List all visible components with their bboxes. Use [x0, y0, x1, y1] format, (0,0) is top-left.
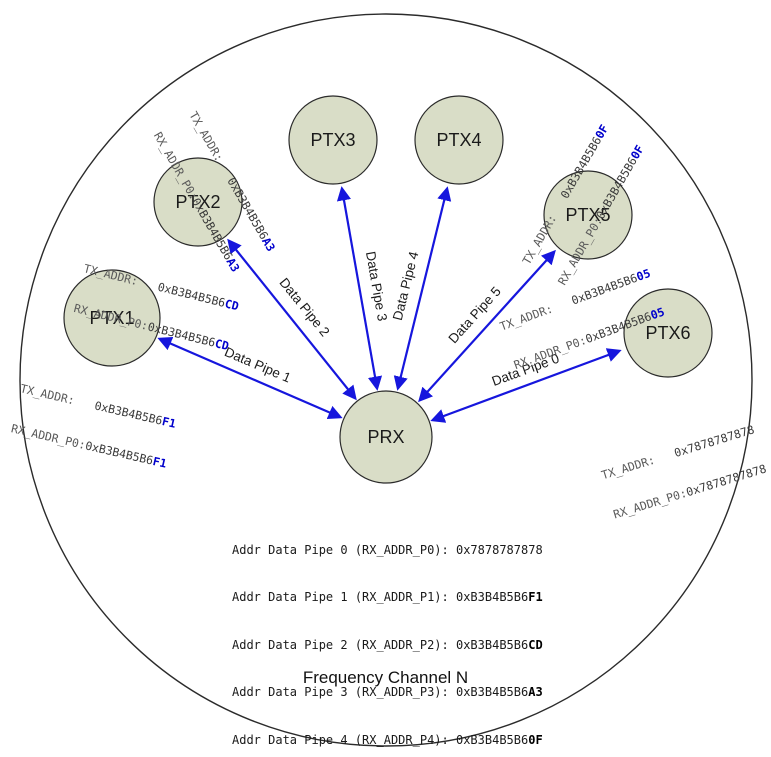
tx-addr-key: TX_ADDR: [18, 381, 97, 413]
row-addr: 0xB3B4B5B6 [455, 685, 529, 700]
ptx6-label: PTX6 [645, 323, 690, 343]
row-prefix: Addr Data Pipe 0 (RX_ADDR_P0): [232, 542, 456, 557]
rx-addr-key: RX_ADDR_P0: [511, 332, 589, 372]
pipe-address-row: Addr Data Pipe 0 (RX_ADDR_P0): 0x7878787… [232, 543, 543, 559]
pipe-address-table: Addr Data Pipe 0 (RX_ADDR_P0): 0x7878787… [232, 511, 543, 757]
tx-addr-key: TX_ADDR: [519, 194, 570, 268]
tx-addr-key: TX_ADDR: [186, 109, 237, 183]
tx-addr-value: 0xB3B4B5B6 [156, 279, 227, 311]
rx-addr-value: 0xB3B4B5B6 [189, 195, 236, 263]
rx-addr-line: RX_ADDR_P0:0xB3B4B5B6CD [72, 300, 230, 354]
node-ptx2: PTX2 [153, 157, 243, 247]
data-pipe-0-arrow [430, 348, 622, 423]
row-prefix: Addr Data Pipe 1 (RX_ADDR_P1): [232, 590, 456, 605]
data-pipe-3-label: Data Pipe 3 [363, 250, 390, 322]
pipe-address-row: Addr Data Pipe 3 (RX_ADDR_P3): 0xB3B4B5B… [232, 685, 543, 701]
row-addr: 0xB3B4B5B6 [455, 732, 529, 747]
row-suffix: 0F [528, 732, 543, 747]
tx-addr-value: 0xB3B4B5B6 [557, 134, 605, 202]
ptx6-circle [623, 288, 713, 378]
node-ptx6: PTX6 [623, 288, 713, 378]
row-prefix: Addr Data Pipe 3 (RX_ADDR_P3): [232, 685, 456, 700]
node-ptx5: PTX5 [543, 170, 633, 260]
ptx5-label: PTX5 [565, 205, 610, 225]
ptx1-circle [63, 269, 161, 367]
rx-addr-key: RX_ADDR_P0: [611, 485, 689, 522]
ptx4-circle [414, 95, 504, 185]
tx-addr-value: 0xB3B4B5B6 [224, 175, 272, 243]
data-pipe-3-arrow [336, 186, 383, 391]
ptx3-label: PTX3 [310, 130, 355, 150]
rx-addr-value: 0xB3B4B5B6 [592, 154, 640, 222]
ptx5-circle [543, 170, 633, 260]
prx-circle [339, 390, 433, 484]
data-pipe-2-label: Data Pipe 2 [276, 275, 332, 339]
data-pipe-2-arrow [227, 238, 357, 401]
row-suffix: CD [528, 637, 543, 652]
ptx4-label: PTX4 [436, 130, 481, 150]
rx-addr-key: RX_ADDR_P0: [72, 300, 150, 333]
rx-addr-value: 0xB3B4B5B6 [146, 319, 217, 350]
ptx1-label: PTX1 [89, 308, 134, 328]
frequency-channel-circle [19, 13, 753, 747]
node-ptx3: PTX3 [288, 95, 378, 185]
rx-addr-key: RX_ADDR_P0: [9, 421, 88, 452]
ptx2-circle [153, 157, 243, 247]
rx-addr-line: RX_ADDR_P0:0xB3B4B5B6F1 [9, 421, 168, 471]
node-ptx4: PTX4 [414, 95, 504, 185]
rx-addr-value: 0x7878787878 [684, 461, 768, 500]
tx-addr-key: TX_ADDR: [599, 446, 677, 483]
pipe-address-row: Addr Data Pipe 4 (RX_ADDR_P4): 0xB3B4B5B… [232, 733, 543, 749]
row-addr: 0xB3B4B5B6 [455, 590, 529, 605]
tx-addr-key: TX_ADDR: [82, 261, 160, 294]
row-addr: 0x7878787878 [455, 542, 543, 557]
tx-addr-value: 0x7878787878 [672, 422, 757, 461]
prx-label: PRX [367, 427, 404, 447]
node-ptx1: PTX1 [63, 269, 161, 367]
ptx2-label: PTX2 [175, 192, 220, 212]
node-prx: PRX [339, 390, 433, 484]
row-suffix: F1 [528, 590, 543, 605]
rx-addr-value: 0xB3B4B5B6 [84, 438, 155, 468]
pipe-address-row: Addr Data Pipe 1 (RX_ADDR_P1): 0xB3B4B5B… [232, 590, 543, 606]
tx-addr-line: TX_ADDR: 0xB3B4B5B6F1 [18, 381, 177, 431]
tx-addr-key: TX_ADDR: [497, 294, 575, 334]
row-suffix: A3 [528, 685, 543, 700]
ptx3-circle [288, 95, 378, 185]
row-prefix: Addr Data Pipe 4 (RX_ADDR_P4): [232, 732, 456, 747]
pipe-address-row: Addr Data Pipe 2 (RX_ADDR_P2): 0xB3B4B5B… [232, 638, 543, 654]
rx-addr-value: 0xB3B4B5B6 [583, 309, 654, 346]
row-addr: 0xB3B4B5B6 [455, 637, 529, 652]
tx-addr-value: 0xB3B4B5B6 [569, 270, 640, 308]
tx-addr-value: 0xB3B4B5B6 [93, 398, 164, 428]
data-pipe-1-label: Data Pipe 1 [222, 344, 293, 385]
row-prefix: Addr Data Pipe 2 (RX_ADDR_P2): [232, 637, 456, 652]
rx-addr-key: RX_ADDR_P0: [151, 129, 202, 203]
frequency-channel-title: Frequency Channel N [302, 668, 469, 687]
